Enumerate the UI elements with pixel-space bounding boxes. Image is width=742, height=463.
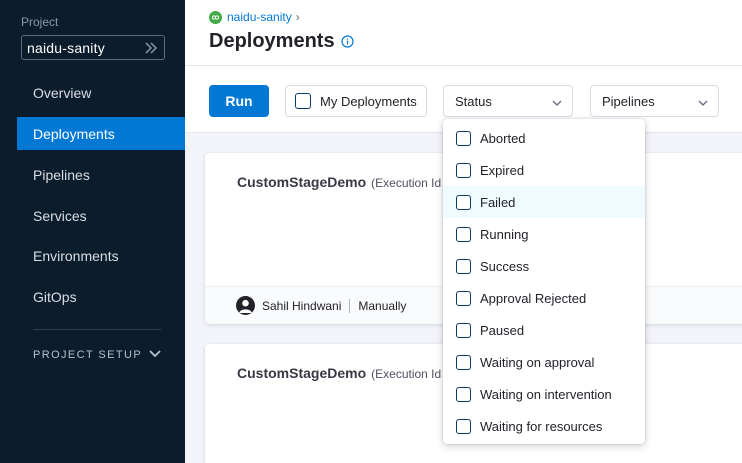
breadcrumb[interactable]: naidu-sanity › (209, 10, 300, 24)
project-setup-toggle[interactable]: PROJECT SETUP (33, 349, 161, 361)
status-option-label: Approval Rejected (480, 290, 587, 306)
execution-id: (Execution Id (371, 176, 442, 190)
page-title: Deployments (209, 30, 354, 53)
nav-item-gitops[interactable]: GitOps (33, 288, 77, 305)
avatar (236, 296, 255, 315)
status-option-label: Waiting for resources (480, 418, 603, 434)
status-select-label: Status (455, 93, 492, 109)
status-option-label: Waiting on intervention (480, 386, 612, 402)
project-label: Project (21, 15, 59, 29)
nav-divider (33, 329, 161, 330)
pipeline-name[interactable]: CustomStageDemo (237, 365, 367, 381)
info-icon[interactable] (340, 35, 354, 48)
run-button[interactable]: Run (209, 85, 269, 117)
page-title-text: Deployments (209, 30, 335, 52)
status-option-label: Paused (480, 322, 525, 338)
status-option-success[interactable]: Success (443, 250, 645, 282)
pipeline-name[interactable]: CustomStageDemo (237, 174, 367, 190)
my-deployments-label: My Deployments (320, 93, 417, 109)
nav-item-overview[interactable]: Overview (33, 84, 92, 101)
execution-id: (Execution Id (371, 367, 442, 381)
status-option-running[interactable]: Running (443, 218, 645, 250)
status-option-label: Expired (480, 162, 525, 178)
status-checkbox[interactable] (456, 162, 471, 178)
chevron-down-icon (698, 94, 708, 109)
status-option-aborted[interactable]: Aborted (443, 122, 645, 154)
footer-divider (349, 298, 351, 313)
status-option-label: Failed (480, 194, 516, 210)
my-deployments-toggle[interactable]: My Deployments (285, 85, 427, 117)
chevron-down-icon (149, 349, 161, 361)
nav-item-deployments[interactable]: Deployments (17, 117, 185, 150)
status-option-waiting-on-intervention[interactable]: Waiting on intervention (443, 378, 645, 410)
nav-item-pipelines[interactable]: Pipelines (33, 166, 90, 183)
status-checkbox[interactable] (456, 354, 471, 370)
status-checkbox[interactable] (456, 322, 471, 338)
trigger-type: Manually (358, 298, 407, 313)
status-option-label: Running (480, 226, 529, 242)
status-option-failed[interactable]: Failed (443, 186, 645, 218)
status-option-label: Aborted (480, 130, 526, 146)
status-checkbox[interactable] (456, 386, 471, 402)
pipelines-select-label: Pipelines (602, 93, 655, 109)
status-option-label: Success (480, 258, 530, 274)
status-checkbox[interactable] (456, 226, 471, 242)
project-icon (209, 10, 222, 24)
status-option-waiting-on-approval[interactable]: Waiting on approval (443, 346, 645, 378)
project-setup-label: PROJECT SETUP (33, 349, 143, 361)
triggered-by-user: Sahil Hindwani (262, 298, 342, 313)
status-checkbox[interactable] (456, 258, 471, 274)
project-name: naidu-sanity (27, 39, 105, 56)
status-option-approval-rejected[interactable]: Approval Rejected (443, 282, 645, 314)
chevron-down-icon (552, 94, 562, 109)
my-deployments-checkbox[interactable] (295, 93, 311, 109)
status-option-paused[interactable]: Paused (443, 314, 645, 346)
status-option-label: Waiting on approval (480, 354, 595, 370)
status-option-waiting-for-resources[interactable]: Waiting for resources (443, 410, 645, 442)
status-checkbox[interactable] (456, 130, 471, 146)
status-checkbox[interactable] (456, 290, 471, 306)
status-dropdown-menu: Aborted Expired Failed Running Success A… (443, 119, 645, 444)
page-header: naidu-sanity › Deployments (185, 0, 742, 66)
breadcrumb-project[interactable]: naidu-sanity (227, 10, 292, 24)
status-option-expired[interactable]: Expired (443, 154, 645, 186)
breadcrumb-separator-icon: › (295, 10, 300, 24)
pipelines-select[interactable]: Pipelines (590, 85, 719, 117)
sidebar: Project naidu-sanity Overview Deployment… (0, 0, 185, 463)
execution-card-title: CustomStageDemo (Execution Id (237, 174, 441, 190)
double-chevron-right-icon (144, 41, 158, 54)
status-checkbox[interactable] (456, 418, 471, 434)
nav-item-services[interactable]: Services (33, 207, 87, 224)
status-select[interactable]: Status (443, 85, 573, 117)
project-selector[interactable]: naidu-sanity (21, 35, 165, 60)
status-checkbox[interactable] (456, 194, 471, 210)
execution-card-title: CustomStageDemo (Execution Id (237, 365, 441, 381)
nav-item-environments[interactable]: Environments (33, 247, 119, 264)
